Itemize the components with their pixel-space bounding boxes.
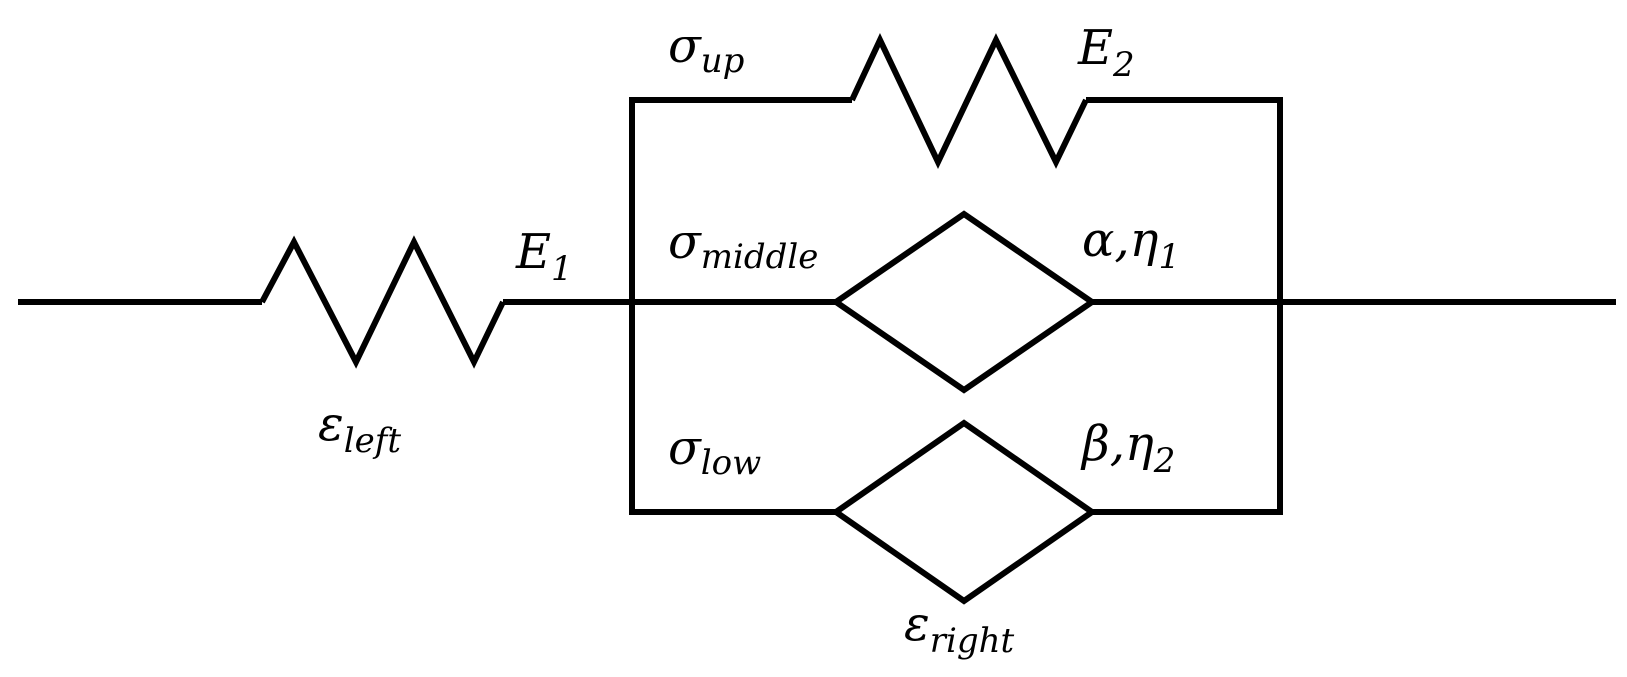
- label-sigma-middle: σmiddle: [668, 214, 818, 277]
- label-beta-eta2: β,η2: [1080, 416, 1175, 481]
- label-e1: E1: [515, 224, 573, 289]
- label-alpha-eta1: α,η1: [1082, 212, 1180, 277]
- label-e2: E2: [1077, 20, 1135, 85]
- label-sigma-up: σup: [668, 18, 744, 81]
- diamond-element-beta-eta2: [830, 419, 1098, 605]
- label-epsilon-left: εleft: [318, 396, 401, 461]
- label-sigma-low: σlow: [668, 420, 761, 483]
- spring-e2: [849, 32, 1089, 169]
- diamond-element-alpha-eta1: [830, 210, 1098, 394]
- label-epsilon-right: εright: [904, 596, 1015, 661]
- spring-e1: [259, 235, 506, 369]
